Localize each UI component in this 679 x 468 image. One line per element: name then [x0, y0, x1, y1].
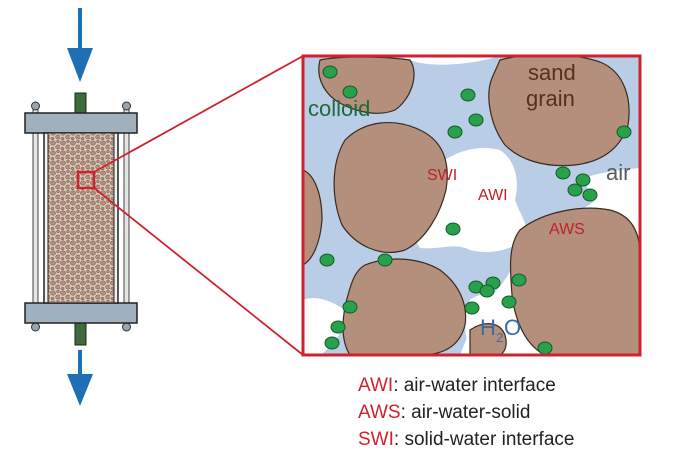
label-sand: sand — [528, 60, 576, 85]
svg-text:H: H — [480, 315, 496, 340]
packed-sand — [47, 132, 115, 304]
zoom-marker — [76, 170, 96, 190]
zoom-frame — [301, 54, 642, 357]
tie-rod-left — [32, 102, 39, 331]
legend-item-swi: SWI: solid-water interface — [358, 429, 575, 450]
flow-arrow-out — [67, 350, 93, 406]
bottom-cap — [24, 302, 138, 324]
outlet-tube — [74, 322, 87, 346]
legend: AWI: air-water interface AWS: air-water-… — [358, 372, 574, 453]
sand-grains — [303, 56, 640, 355]
sand-grain-center-left — [333, 121, 448, 253]
top-cap — [24, 112, 138, 134]
svg-text:O: O — [504, 315, 521, 340]
pore-scale-view: colloid sand grain air SWI AWI AWS H 2 O — [303, 56, 640, 355]
label-air: air — [606, 160, 630, 185]
label-aws: AWS — [549, 221, 585, 238]
sand-grain-bottom-left — [342, 258, 467, 355]
zoom-line-bottom — [93, 187, 304, 356]
label-swi: SWI — [427, 167, 457, 184]
label-colloid: colloid — [308, 96, 370, 121]
inlet-tube — [74, 92, 87, 116]
flow-arrow-in — [67, 8, 93, 82]
sand-grain-bottom-right — [509, 207, 640, 355]
legend-item-aws: AWS: air-water-solid — [358, 402, 531, 423]
zoom-line-top — [93, 55, 304, 173]
sand-grain-left-edge — [303, 169, 323, 266]
soil-column — [24, 92, 138, 346]
label-h2o: H 2 O — [480, 315, 521, 345]
svg-text:2: 2 — [496, 330, 503, 345]
label-awi: AWI — [478, 187, 508, 204]
label-grain: grain — [526, 86, 575, 111]
legend-item-awi: AWI: air-water interface — [358, 375, 556, 396]
colloid-particles — [319, 65, 632, 355]
